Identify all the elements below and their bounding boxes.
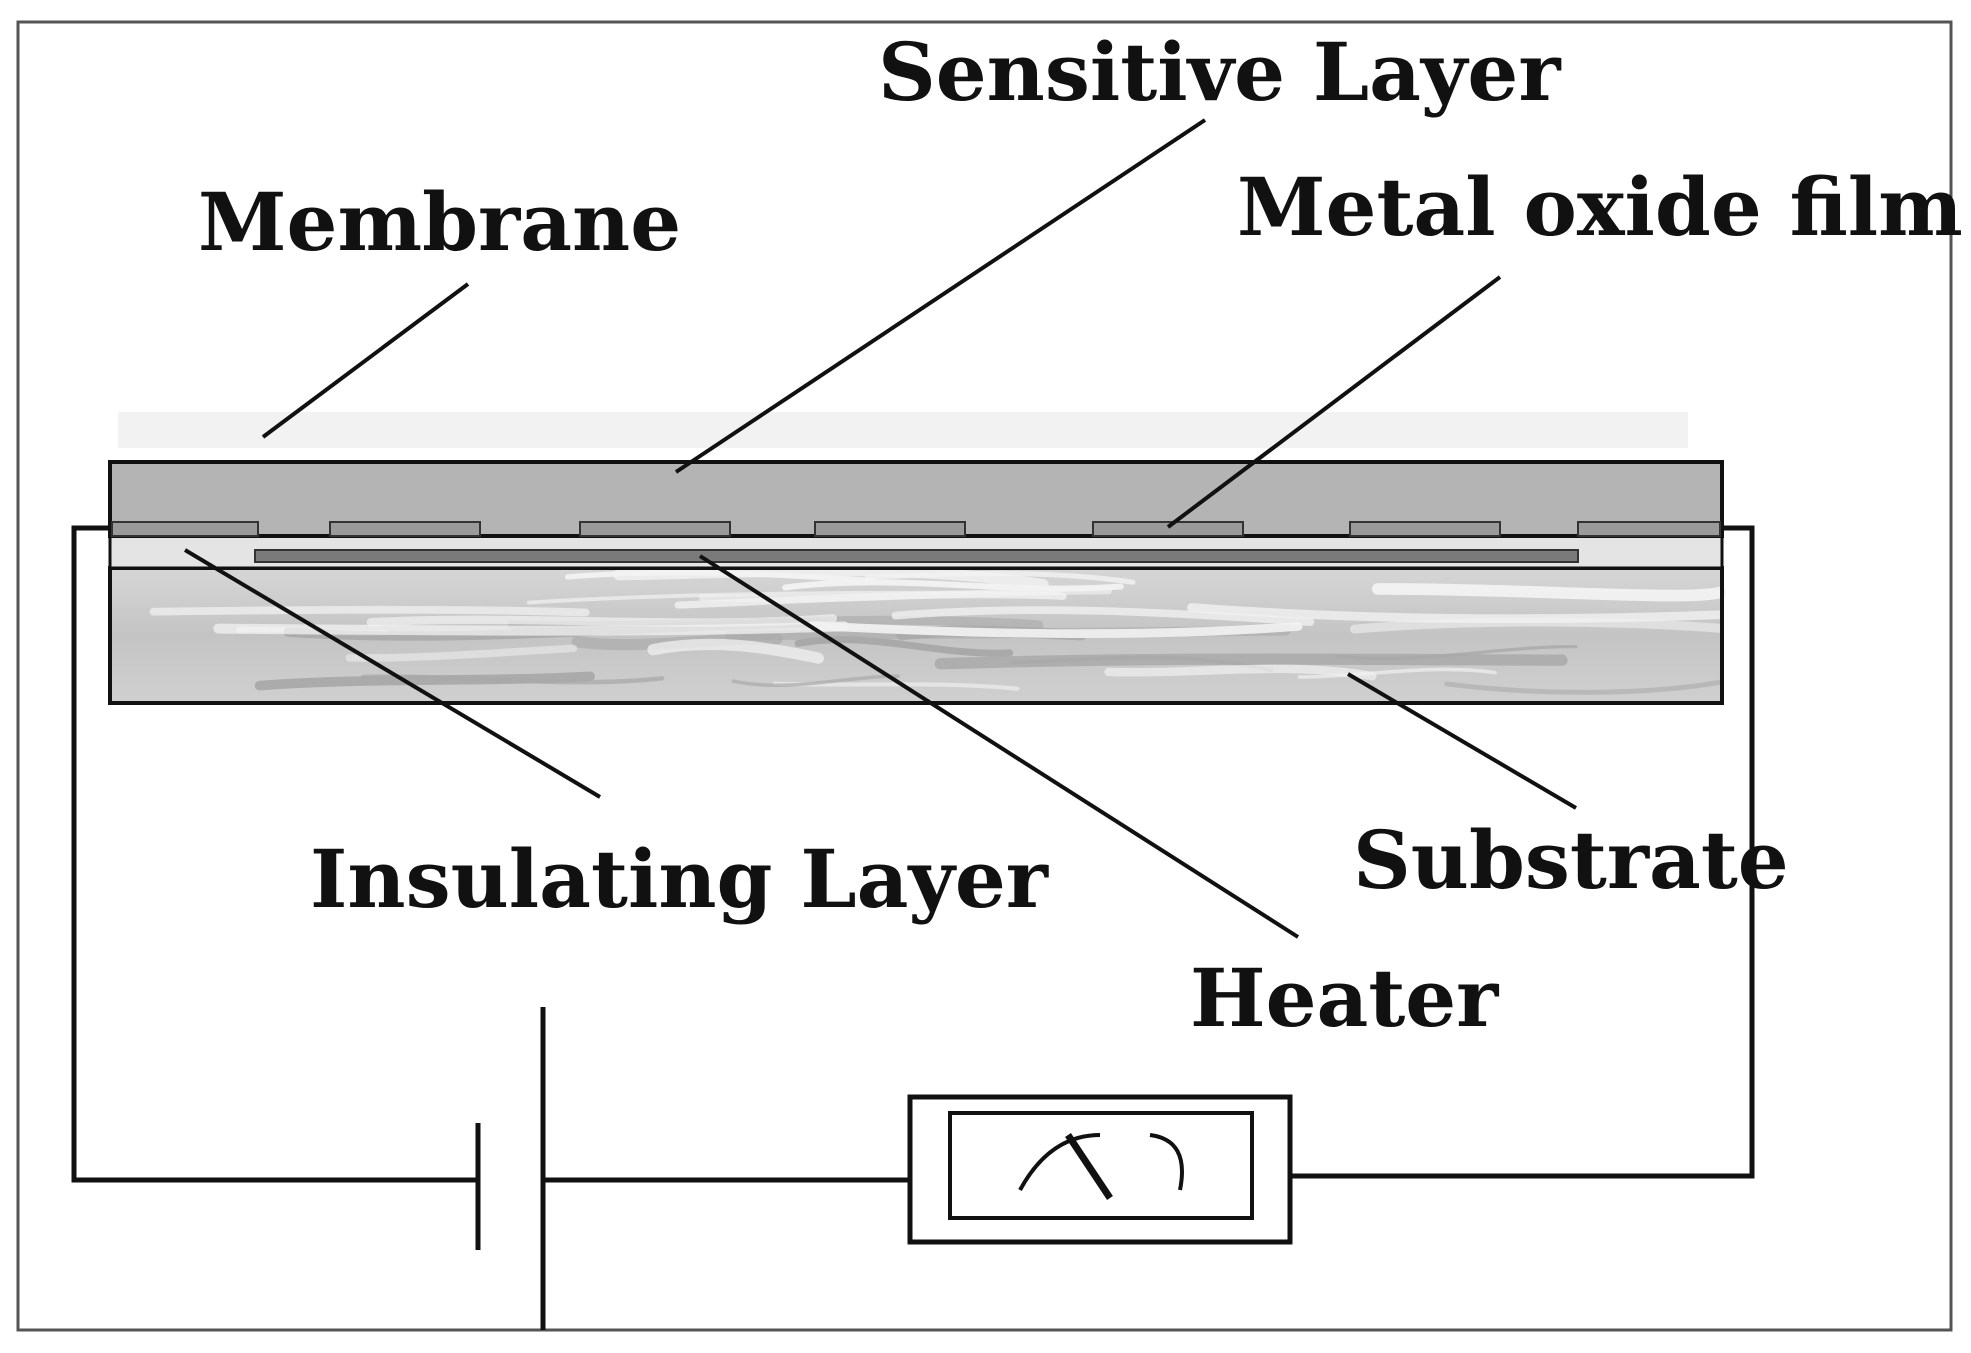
label-insulating-layer: Insulating Layer xyxy=(310,832,1049,926)
substrate-streak xyxy=(865,570,1136,585)
substrate-streak xyxy=(345,644,578,662)
membrane-layer xyxy=(118,412,1688,448)
substrate-streak xyxy=(647,638,824,664)
substrate-streak xyxy=(731,674,900,688)
leader-lines xyxy=(183,118,1578,939)
substrate-streak xyxy=(808,621,1303,639)
label-sensitive-layer: Sensitive Layer xyxy=(878,25,1561,119)
circuit-wires xyxy=(71,525,1755,1183)
substrate-streak xyxy=(1350,617,1725,634)
leader-substrate xyxy=(1346,672,1578,810)
substrate-streak xyxy=(366,614,838,627)
substrate-streak xyxy=(1444,679,1723,695)
leader-insulating-layer xyxy=(183,548,602,799)
label-membrane: Membrane xyxy=(198,175,681,269)
substrate-streak xyxy=(254,671,595,691)
substrate-streak xyxy=(782,579,1124,592)
leader-membrane xyxy=(261,282,470,439)
substrate-streak xyxy=(149,605,590,617)
heater-element xyxy=(254,549,1579,563)
substrate-streak xyxy=(674,591,1067,609)
leader-heater xyxy=(698,554,1300,939)
substrate-streak xyxy=(1297,667,1497,679)
label-substrate: Substrate xyxy=(1353,813,1789,907)
label-heater: Heater xyxy=(1190,951,1499,1045)
leader-metal-oxide-film xyxy=(1166,275,1502,529)
battery-icon xyxy=(475,1007,546,1330)
substrate-streak xyxy=(794,636,1014,657)
substrate-streak xyxy=(1371,583,1726,602)
leader-sensitive-layer xyxy=(674,118,1207,474)
metal-oxide-film-electrodes xyxy=(111,521,1721,537)
substrate-streak xyxy=(934,653,1568,670)
substrate-layer xyxy=(108,565,1726,705)
substrate-streak xyxy=(891,606,1315,626)
ammeter-icon xyxy=(907,1094,1293,1245)
label-metal-oxide-film: Metal oxide film xyxy=(1237,160,1963,254)
substrate-streak xyxy=(1104,664,1377,681)
substrate-streak xyxy=(213,621,850,636)
substrate-streak xyxy=(613,565,1049,591)
